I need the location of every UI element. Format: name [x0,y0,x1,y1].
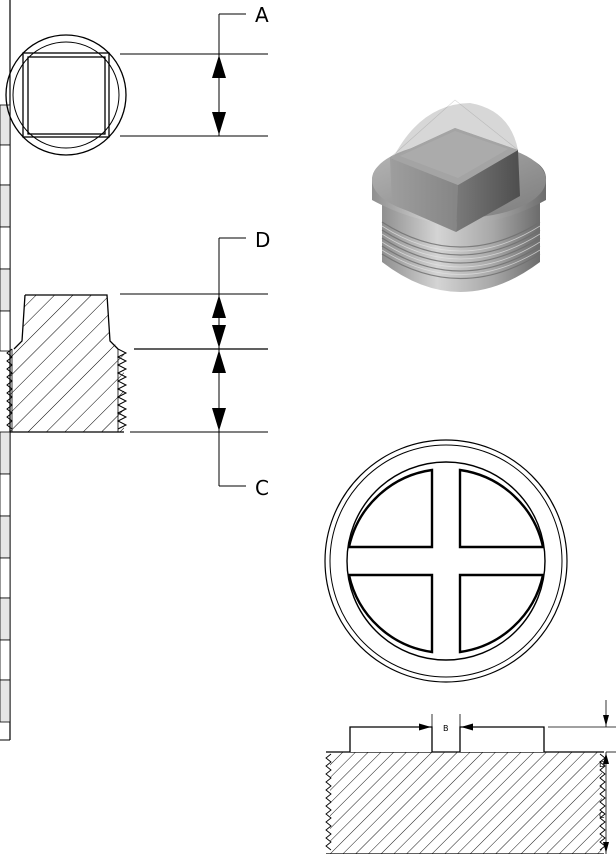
dimension-label-c: C [255,476,269,500]
dimension-label-a: A [255,3,269,27]
dimension-b: B [404,714,490,752]
dimension-label-c-small: C [599,811,605,820]
square-plug-top-view [5,34,127,156]
thread-left-small [325,753,332,851]
square-plug-section-view [6,294,128,433]
cored-plug-section-view [325,726,606,854]
dimension-d-c-small: D C [548,700,616,854]
dimension-d-c: D C [120,228,270,500]
dimension-label-d-small: D [599,760,605,769]
cored-plug-top-view [324,439,568,683]
dimension-label-b: B [443,724,449,733]
title-block-strip [0,0,11,741]
square-plug-photo [372,99,547,292]
dimension-a: A [120,3,269,137]
dimension-label-d: D [255,228,270,252]
thread-right-small [599,753,606,851]
